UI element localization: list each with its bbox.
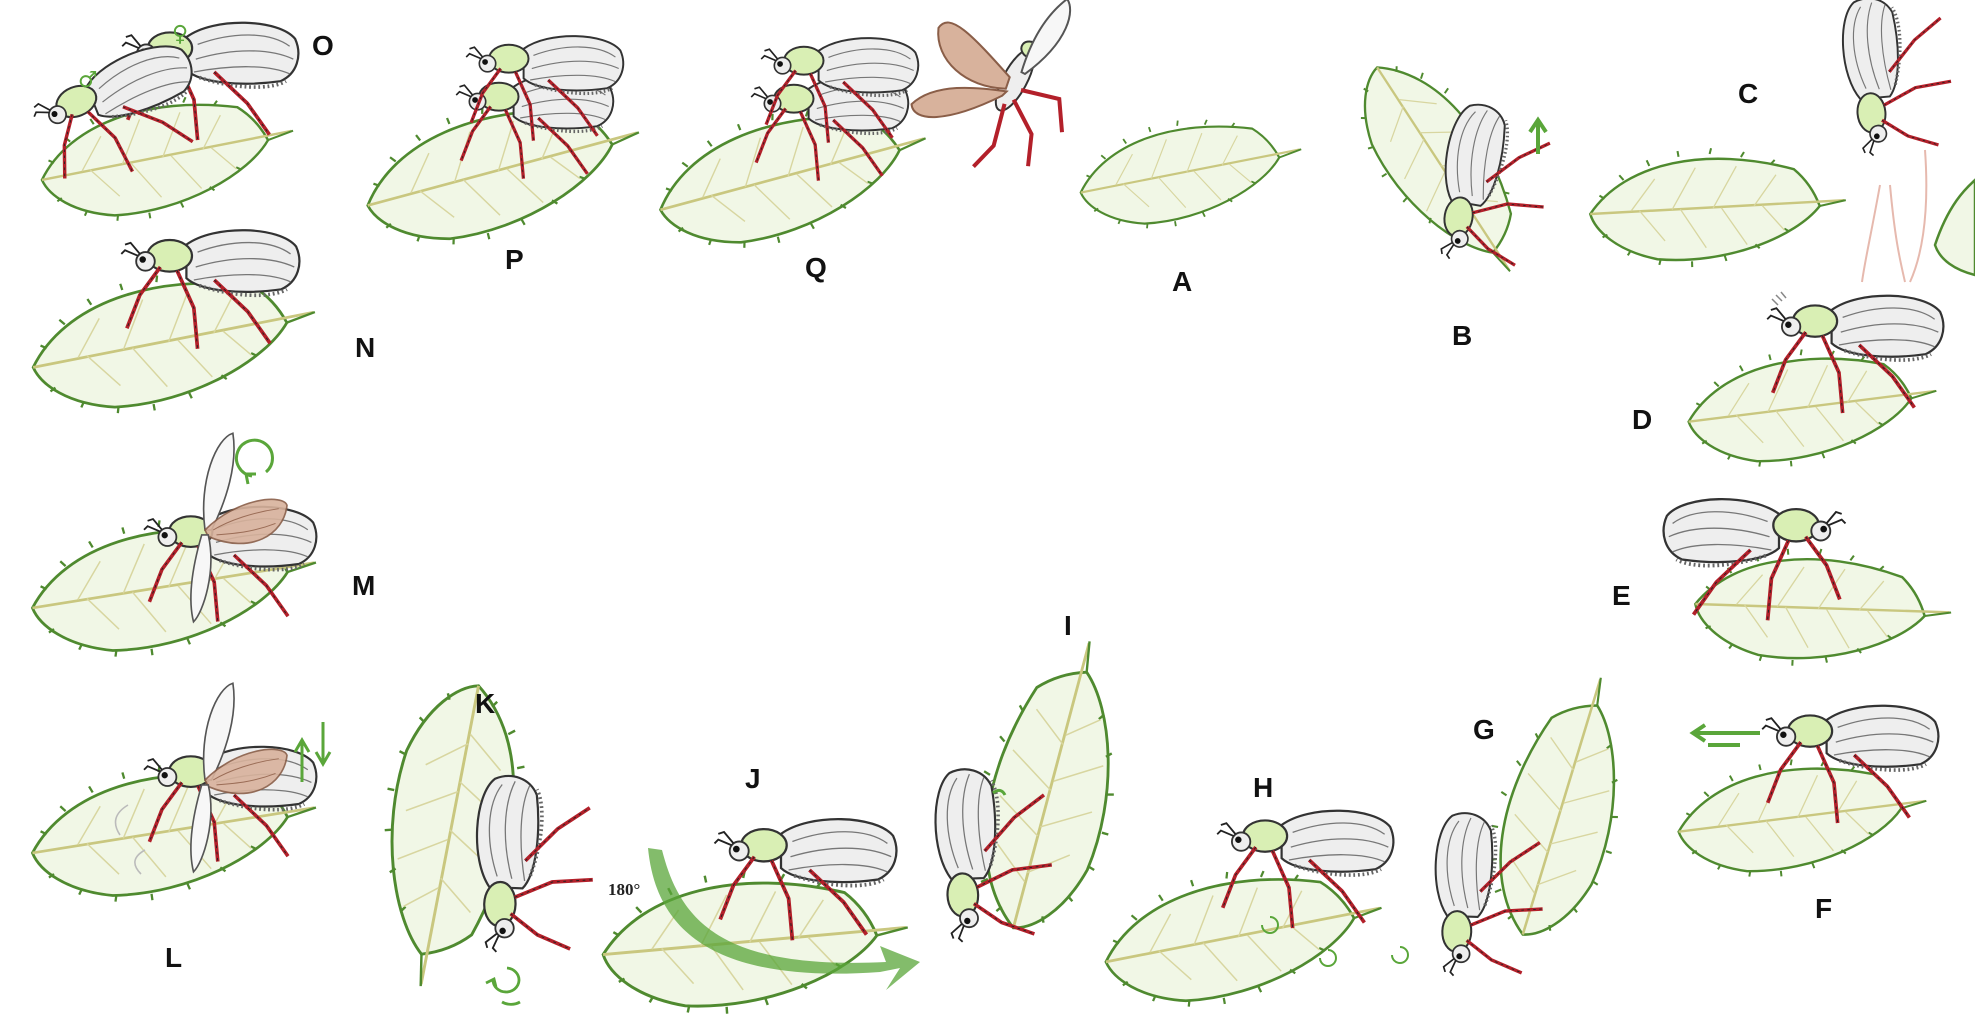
panel-label-F: F [1815,895,1832,923]
panel-Q-illustration [644,0,1118,269]
panel-G-illustration [1432,659,1662,978]
panel-P-illustration [351,36,655,266]
panel-D-illustration [1682,292,1943,477]
panel-label-M: M [352,572,375,600]
panel-label-B: B [1452,322,1472,350]
panel-B-illustration [1331,36,1559,302]
rotate-wing-icon [236,440,272,484]
panel-label-E: E [1612,582,1631,610]
female-symbol-icon: ♀ [172,24,188,46]
rotation-label: 180° [608,880,640,900]
panel-N-illustration [21,230,327,430]
rotate-arrows-icon [486,968,520,1004]
panel-label-Q: Q [805,254,827,282]
panel-label-A: A [1172,268,1192,296]
panel-A-illustration [1071,100,1310,241]
panel-L-illustration [23,683,330,916]
panel-label-I: I [1064,612,1072,640]
panel-K-illustration [349,672,596,1005]
panel-label-L: L [165,944,182,972]
panel-M-illustration [23,433,326,671]
panel-label-K: K [475,690,495,718]
upward-arrow-icon [1530,120,1546,154]
panel-J-illustration [598,819,920,1022]
panel-H-illustration [1094,811,1408,1023]
panel-F-illustration [1672,706,1938,887]
panel-I-illustration [934,623,1158,946]
panel-C-illustration [1588,0,1975,282]
male-symbol-icon: ♂ [78,70,98,92]
leftward-arrow-icon [1693,725,1760,745]
panel-O-illustration [26,23,304,236]
panel-E-illustration [1664,499,1954,674]
panel-label-C: C [1738,80,1758,108]
panel-label-N: N [355,334,375,362]
panel-label-O: O [312,32,334,60]
panel-label-H: H [1253,774,1273,802]
panel-label-G: G [1473,716,1495,744]
panel-label-P: P [505,246,524,274]
panel-label-J: J [745,765,761,793]
panel-label-D: D [1632,406,1652,434]
